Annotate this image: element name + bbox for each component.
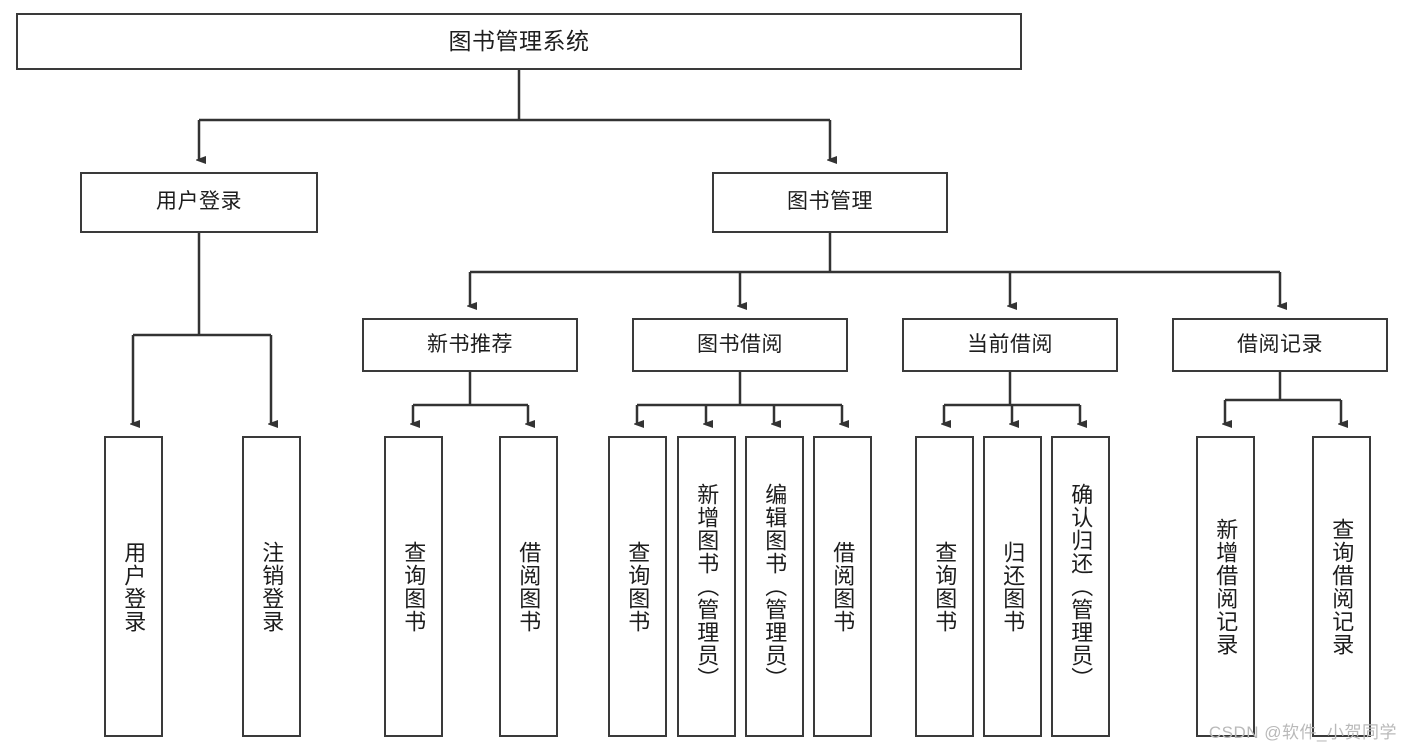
node-book-borrow[interactable]: 图书借阅 (632, 318, 848, 372)
node-label: 图书管理系统 (448, 27, 590, 54)
leaf-borrow-book[interactable]: 借阅图书 (813, 436, 872, 737)
node-label: 确认归还（管理员） (1068, 483, 1094, 690)
node-label: 图书借阅 (697, 332, 783, 356)
node-user-login[interactable]: 用户登录 (80, 172, 318, 233)
node-label: 归还图书 (1000, 540, 1026, 633)
node-label: 用户登录 (121, 540, 147, 633)
leaf-add-book[interactable]: 新增图书（管理员） (677, 436, 736, 737)
leaf-edit-book[interactable]: 编辑图书（管理员） (745, 436, 804, 737)
leaf-confirm-return[interactable]: 确认归还（管理员） (1051, 436, 1110, 737)
leaf-query-borrow-record[interactable]: 查询借阅记录 (1312, 436, 1371, 737)
node-label: 借阅记录 (1237, 332, 1323, 356)
watermark: CSDN @软件_小贺同学 (1208, 723, 1397, 742)
leaf-query-book-recommend[interactable]: 查询图书 (384, 436, 443, 737)
node-label: 用户登录 (156, 190, 242, 214)
leaf-query-book-current[interactable]: 查询图书 (915, 436, 974, 737)
node-current-borrow[interactable]: 当前借阅 (902, 318, 1118, 372)
node-label: 查询借阅记录 (1329, 517, 1355, 656)
node-label: 注销登录 (259, 540, 285, 633)
node-new-book-recommend[interactable]: 新书推荐 (362, 318, 578, 372)
node-label: 查询图书 (932, 540, 958, 633)
node-borrow-record[interactable]: 借阅记录 (1172, 318, 1388, 372)
node-label: 图书管理 (787, 190, 873, 214)
node-label: 编辑图书（管理员） (762, 483, 788, 690)
leaf-logout[interactable]: 注销登录 (242, 436, 301, 737)
node-label: 查询图书 (625, 540, 651, 633)
node-label: 当前借阅 (967, 332, 1053, 356)
node-label: 新增借阅记录 (1213, 517, 1239, 656)
leaf-user-login[interactable]: 用户登录 (104, 436, 163, 737)
node-label: 新书推荐 (427, 332, 513, 356)
node-label: 借阅图书 (516, 540, 542, 633)
node-label: 新增图书（管理员） (694, 483, 720, 690)
leaf-borrow-book-recommend[interactable]: 借阅图书 (499, 436, 558, 737)
node-book-manage[interactable]: 图书管理 (712, 172, 948, 233)
leaf-add-borrow-record[interactable]: 新增借阅记录 (1196, 436, 1255, 737)
leaf-query-book-borrow[interactable]: 查询图书 (608, 436, 667, 737)
node-label: 借阅图书 (830, 540, 856, 633)
leaf-return-book[interactable]: 归还图书 (983, 436, 1042, 737)
node-root-system[interactable]: 图书管理系统 (16, 13, 1022, 70)
node-label: 查询图书 (401, 540, 427, 633)
